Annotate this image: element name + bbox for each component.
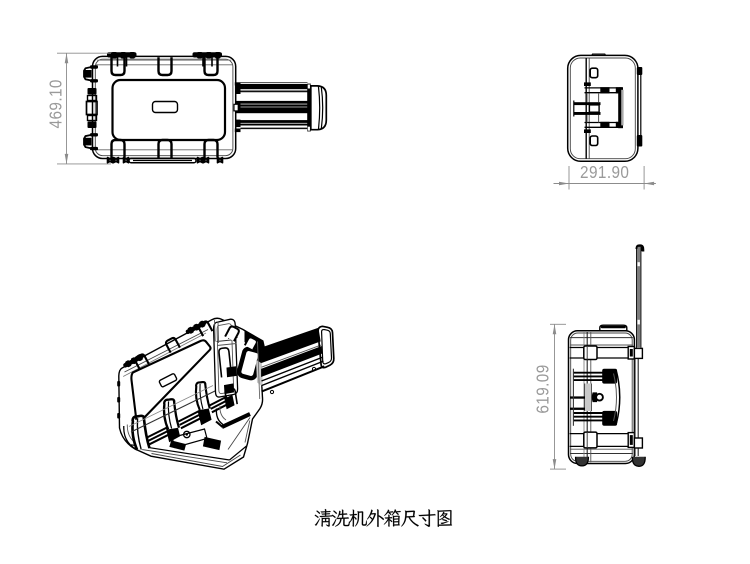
svg-text:469.10: 469.10 <box>45 79 65 128</box>
svg-text:619.09: 619.09 <box>533 364 553 413</box>
svg-text:291.90: 291.90 <box>580 162 629 182</box>
